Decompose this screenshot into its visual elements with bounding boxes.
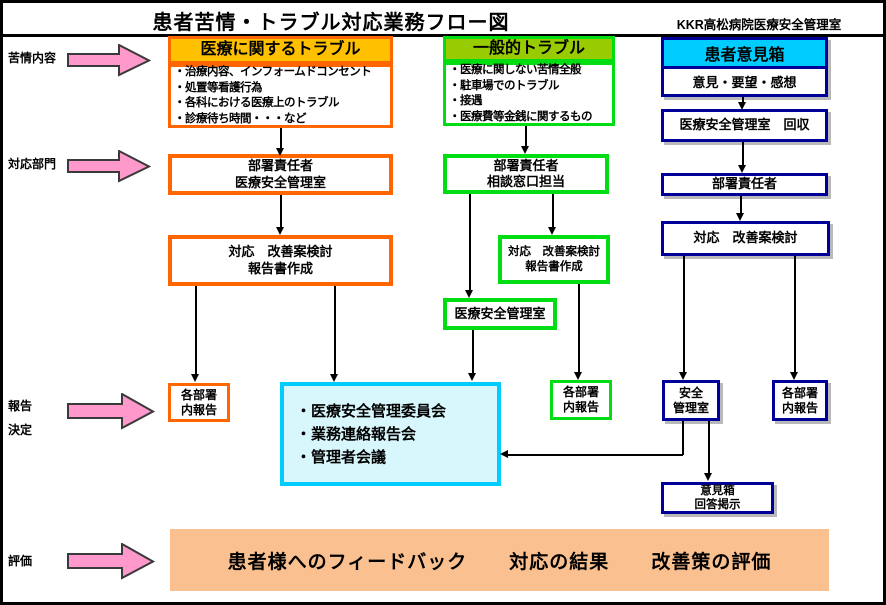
committee-line: ・管理者会議 bbox=[296, 448, 387, 466]
list-item: ・診療待ち時間・・・など bbox=[174, 112, 307, 125]
box-line: 内報告 bbox=[180, 402, 217, 417]
connector-line bbox=[525, 126, 527, 147]
arrowhead-down bbox=[276, 148, 284, 156]
row-label-decision: 決定 bbox=[8, 423, 33, 437]
connector-line bbox=[742, 142, 744, 166]
committee-box: ・医療安全管理委員会 ・業務連絡報告会 ・管理者会議 bbox=[280, 382, 501, 486]
row-label-complaint: 苦情内容 bbox=[8, 51, 57, 65]
arrowhead-down bbox=[679, 372, 687, 380]
connector-line bbox=[195, 286, 197, 376]
list-item: ・医療に関しない苦情全般 bbox=[449, 64, 582, 76]
page-title: 患者苦情・トラブル対応業務フロー図 bbox=[152, 12, 510, 34]
medical-action-box: 対応 改善案検討 報告書作成 bbox=[168, 235, 393, 286]
row-label-department: 対応部門 bbox=[8, 157, 57, 171]
connector-line bbox=[280, 195, 282, 228]
list-item: ・治療内容、インフォームドコンセント bbox=[174, 66, 372, 78]
list-item: ・接遇 bbox=[449, 95, 483, 107]
committee-line: ・業務連絡報告会 bbox=[296, 425, 417, 443]
banner-item: 患者様へのフィードバック bbox=[227, 551, 468, 573]
opinion-responsible-box: 部署責任者 bbox=[661, 173, 828, 196]
box-line: 報告書作成 bbox=[247, 260, 313, 276]
list-item: ・各科における医療上のトラブル bbox=[174, 97, 340, 109]
box-line: 対応 改善案検討 bbox=[508, 246, 600, 259]
banner-item: 対応の結果 bbox=[509, 551, 610, 573]
connector-line bbox=[742, 97, 744, 104]
opinion-box-container: 患者意見箱 意見・要望・感想 bbox=[661, 37, 828, 97]
general-header: 一般的トラブル bbox=[443, 36, 615, 62]
box-line: 回答掲示 bbox=[694, 499, 741, 511]
feedback-banner: 患者様へのフィードバック 対応の結果 改善策の評価 bbox=[170, 529, 829, 591]
arrowhead-down bbox=[574, 372, 582, 380]
banner-item: 改善策の評価 bbox=[651, 551, 772, 573]
box-line: 対応 改善案検討 bbox=[228, 244, 333, 260]
arrowhead-down bbox=[704, 473, 712, 481]
box-line: 内報告 bbox=[562, 400, 599, 414]
opinion-post-box: 意見箱 回答掲示 bbox=[661, 482, 774, 514]
connector-line bbox=[472, 330, 474, 374]
opinion-subheader: 意見・要望・感想 bbox=[692, 75, 797, 90]
box-line: 管理室 bbox=[672, 400, 709, 415]
arrowhead-down bbox=[736, 213, 744, 221]
arrowhead-down bbox=[276, 227, 284, 235]
arrowhead-down bbox=[738, 165, 746, 173]
opinion-action-box: 対応 改善案検討 bbox=[661, 221, 830, 256]
org-label: KKR高松病院医療安全管理室 bbox=[676, 18, 842, 32]
arrowhead-down bbox=[521, 146, 529, 154]
general-action-box: 対応 改善案検討 報告書作成 bbox=[498, 235, 610, 284]
flow-arrow-icon bbox=[67, 44, 151, 77]
connector-line bbox=[469, 194, 471, 291]
medical-report-box: 各部署 内報告 bbox=[168, 383, 230, 422]
arrowhead-left bbox=[500, 450, 508, 458]
medical-item-list: ・治療内容、インフォームドコンセント ・処置等看護行為 ・各科における医療上のト… bbox=[168, 64, 393, 128]
opinion-report-box: 各部署 内報告 bbox=[772, 380, 828, 421]
box-line: 医療安全管理室 bbox=[234, 174, 326, 190]
connector-line bbox=[682, 421, 684, 455]
general-item-list: ・医療に関しない苦情全般 ・駐車場でのトラブル ・接遇 ・医療費等金銭に関するも… bbox=[443, 62, 615, 126]
connector-line bbox=[508, 454, 683, 456]
general-safety-office-box: 医療安全管理室 bbox=[443, 298, 557, 330]
opinion-collect-box: 医療安全管理室 回収 bbox=[661, 109, 828, 142]
opinion-safety-box: 安全 管理室 bbox=[662, 380, 720, 421]
box-line: 各部署 bbox=[180, 387, 217, 402]
connector-line bbox=[578, 284, 580, 373]
arrowhead-down bbox=[330, 374, 338, 382]
general-responsible-box: 部署責任者 相談窓口担当 bbox=[443, 154, 609, 194]
connector-line bbox=[683, 256, 685, 373]
flow-arrow-icon bbox=[67, 543, 155, 580]
arrowhead-down bbox=[465, 290, 473, 298]
box-line: 各部署 bbox=[781, 385, 818, 400]
opinion-header: 患者意見箱 bbox=[664, 40, 825, 69]
box-line: 部署責任者 bbox=[493, 157, 559, 173]
arrowhead-down bbox=[790, 372, 798, 380]
box-line: 部署責任者 bbox=[247, 158, 313, 174]
box-line: 内報告 bbox=[781, 400, 818, 415]
general-report-box: 各部署 内報告 bbox=[550, 380, 612, 420]
list-item: ・処置等看護行為 bbox=[174, 81, 263, 94]
arrowhead-down bbox=[548, 227, 556, 235]
connector-line bbox=[708, 421, 710, 474]
title-divider bbox=[3, 34, 883, 37]
connector-line bbox=[280, 128, 282, 150]
connector-line bbox=[552, 194, 554, 228]
connector-line bbox=[740, 196, 742, 214]
connector-line bbox=[334, 286, 336, 375]
medical-header: 医療に関するトラブル bbox=[168, 36, 393, 64]
box-line: 意見箱 bbox=[700, 484, 735, 497]
box-line: 報告書作成 bbox=[525, 260, 583, 273]
list-item: ・駐車場でのトラブル bbox=[449, 79, 560, 92]
row-label-evaluation: 評価 bbox=[8, 554, 33, 568]
committee-line: ・医療安全管理委員会 bbox=[296, 402, 447, 420]
box-line: 各部署 bbox=[562, 385, 599, 399]
box-line: 安全 bbox=[678, 385, 703, 400]
arrowhead-down bbox=[738, 102, 746, 110]
box-line: 相談窓口担当 bbox=[486, 174, 565, 189]
flow-arrow-icon bbox=[67, 393, 155, 430]
medical-responsible-box: 部署責任者 医療安全管理室 bbox=[168, 154, 393, 195]
arrowhead-down bbox=[191, 374, 199, 382]
flow-arrow-icon bbox=[67, 150, 151, 183]
row-label-report: 報告 bbox=[8, 399, 33, 413]
connector-line bbox=[794, 256, 796, 373]
arrowhead-down bbox=[468, 373, 476, 381]
list-item: ・医療費等金銭に関するもの bbox=[449, 110, 593, 123]
